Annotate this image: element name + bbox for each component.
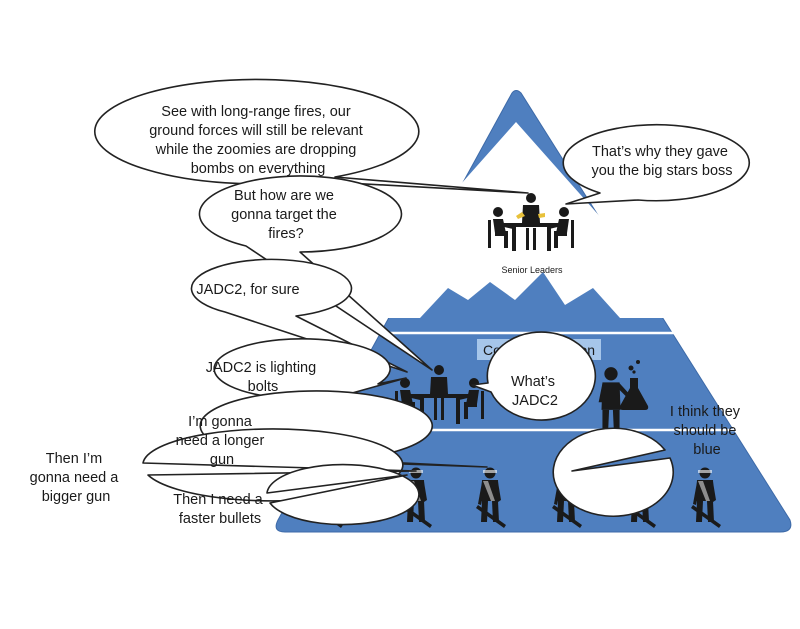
bubble-jadc2-sure	[190, 258, 408, 373]
bubble-big-stars	[562, 123, 751, 205]
person-icon	[522, 193, 540, 250]
meeting-table-icon	[411, 394, 469, 398]
bubble-texts: See with long-range fires, our ground fo…	[30, 104, 744, 527]
senior-leaders-label: Senior Leaders	[501, 265, 563, 275]
flask-icon	[619, 360, 649, 410]
bubble-long-range-text: See with long-range fires, our ground fo…	[149, 104, 367, 177]
bubble-target-fires-text: But how are we gonna target the fires?	[231, 188, 341, 242]
senior-leaders-meeting-icon	[488, 193, 574, 251]
bubble-jadc2-sure-text: JADC2, for sure	[196, 282, 299, 298]
bubble-blue-text: I think they should be blue	[670, 404, 744, 458]
meeting-table-icon	[504, 223, 559, 227]
bubble-bigger-gun-text: Then I’m gonna need a bigger gun	[30, 451, 123, 505]
bubble-faster	[266, 463, 420, 526]
bubble-whats-text: What’s JADC2	[511, 374, 559, 409]
speech-bubbles	[93, 78, 751, 526]
bubble-big-stars-text: That’s why they gave you the big stars b…	[591, 144, 732, 179]
bubble-faster-text: Then I need a faster bullets	[173, 492, 267, 527]
bubble-lighting-text: JADC2 is lighting bolts	[206, 360, 320, 395]
bubble-blue	[552, 427, 675, 518]
person-icon	[430, 365, 448, 420]
bubble-whats	[471, 331, 597, 421]
snowcap	[342, 122, 690, 318]
bubble-longer-gun-text: I’m gonna need a longer gun	[176, 414, 269, 468]
